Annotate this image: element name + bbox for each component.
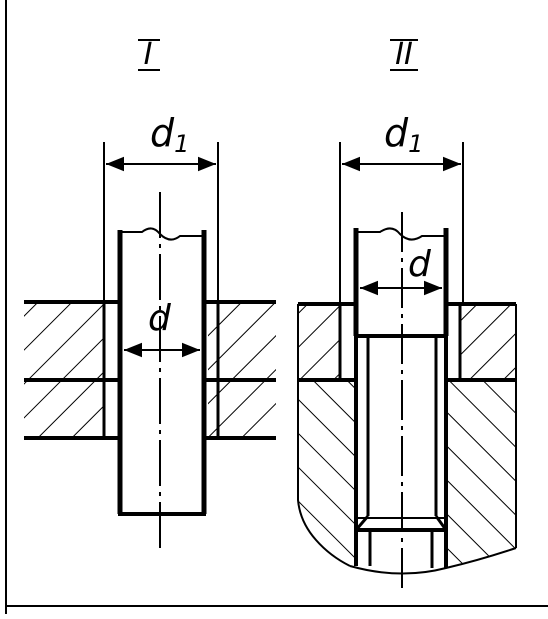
base-body-hatch-left xyxy=(298,380,356,566)
view-left-label: I xyxy=(144,37,153,72)
base-break-outline-left xyxy=(297,304,351,567)
base-body-hatch-right xyxy=(446,380,516,568)
top-plate-hatch-left xyxy=(298,304,340,380)
left-plate-hatch xyxy=(24,302,104,438)
view-right: II xyxy=(297,37,517,592)
d-label-ii: d xyxy=(408,244,432,285)
d1-label: d1 xyxy=(150,111,189,158)
d1-label-ii: d1 xyxy=(384,111,423,158)
d-label: d xyxy=(148,298,172,339)
stud-break-line xyxy=(356,227,446,241)
top-plate-hatch-right xyxy=(460,304,516,380)
bolt-body xyxy=(120,232,204,514)
view-left: I d1 d xyxy=(24,37,276,548)
base-break-outline-bottom xyxy=(349,547,517,575)
view-right-label: II xyxy=(395,37,413,72)
